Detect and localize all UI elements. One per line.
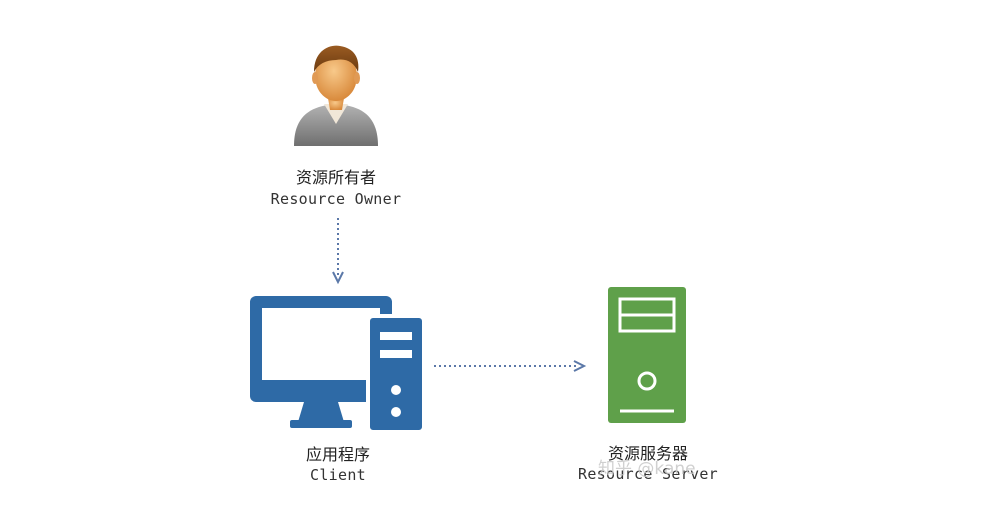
- owner-to-client-arrow: [332, 218, 344, 285]
- owner-label-cn: 资源所有者: [295, 168, 376, 187]
- watermark: 知乎 @kane: [598, 459, 696, 479]
- server-label-en: Resource Server: [578, 465, 718, 483]
- client-label-cn: 应用程序: [305, 445, 370, 464]
- server-label-cn: 资源服务器: [607, 444, 688, 463]
- server-tower-icon: [608, 287, 686, 423]
- client-to-server-arrow: [434, 360, 587, 372]
- owner-label-en: Resource Owner: [270, 190, 402, 208]
- person-icon: [294, 45, 378, 146]
- desktop-computer-icon: [250, 296, 426, 434]
- client-label-en: Client: [310, 466, 366, 484]
